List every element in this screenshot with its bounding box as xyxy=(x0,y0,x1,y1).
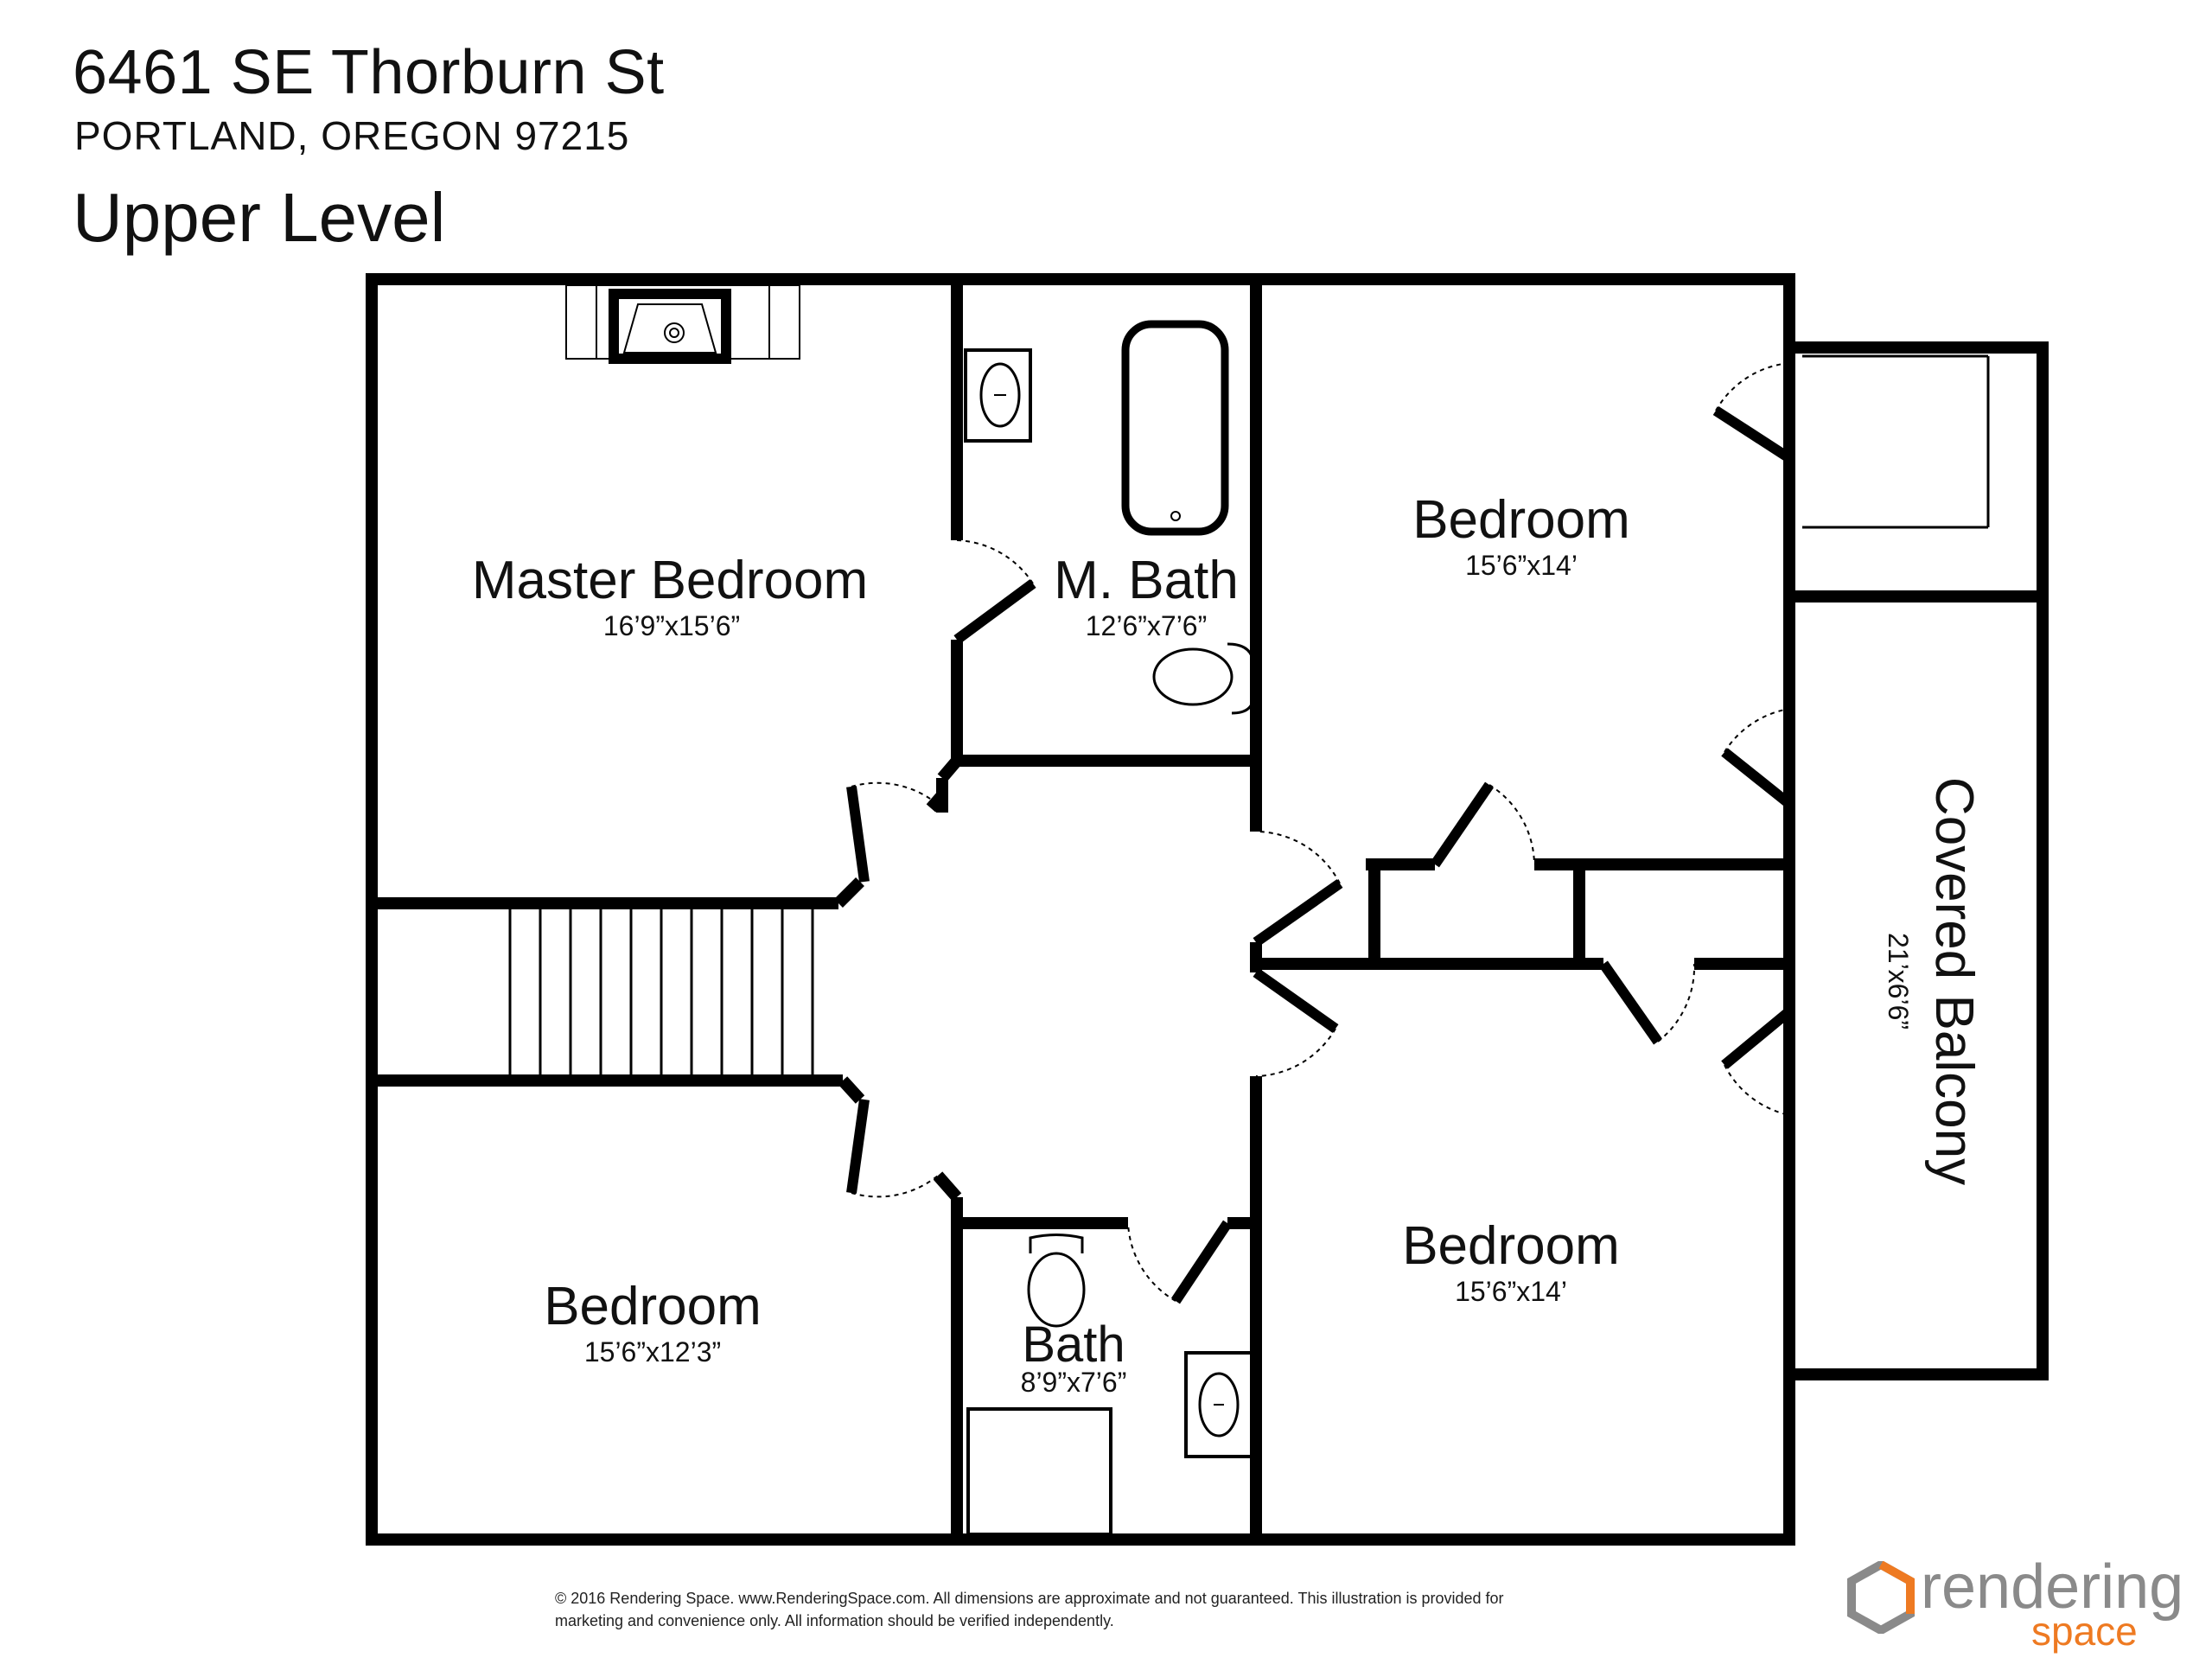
door-bedse-hall xyxy=(1253,968,1339,1033)
door-bedne-hall xyxy=(1253,879,1343,947)
door-bedsw-hall xyxy=(846,1099,870,1194)
door-mbr-mbath xyxy=(953,579,1036,644)
city-state-zip: PORTLAND, OREGON 97215 xyxy=(74,113,630,158)
rendering-space-logo: rendering space xyxy=(1845,1556,2190,1651)
label-bedroom-ne: Bedroom xyxy=(1412,490,1630,550)
wall-stair-top-jog xyxy=(834,877,864,908)
door-arcs xyxy=(851,362,1790,1302)
floor-level-title: Upper Level xyxy=(73,179,446,256)
dims-bedroom-sw: 15’6”x12’3” xyxy=(584,1336,721,1368)
stairs xyxy=(508,909,814,1074)
door-balcony-b xyxy=(1721,1007,1793,1069)
door-swings xyxy=(846,405,1793,1304)
interior-walls xyxy=(372,279,2043,1540)
arc-balcony-b xyxy=(1724,1064,1790,1116)
dims-covered-balcony: 21’x6’6” xyxy=(1883,933,1914,1030)
arc-bedsw-hall xyxy=(851,1175,939,1198)
bath-toilet xyxy=(1027,1252,1086,1328)
door-bath xyxy=(1171,1220,1232,1304)
wall-stair-bottom-jog xyxy=(838,1076,865,1104)
room-labels: Master Bedroom 16’9”x15’6” M. Bath 12’6”… xyxy=(472,490,1984,1398)
dims-bedroom-ne: 15’6”x14’ xyxy=(1465,550,1578,581)
dims-bedroom-se: 15’6”x14’ xyxy=(1455,1276,1567,1307)
dims-bath: 8’9”x7’6” xyxy=(1021,1367,1127,1398)
label-covered-balcony: Covered Balcony xyxy=(1924,777,1984,1185)
door-closet-b xyxy=(1599,960,1662,1045)
wall-hall-jog xyxy=(933,1171,962,1202)
bath-fixtures xyxy=(966,1234,1254,1536)
dims-master-bedroom: 16’9”x15’6” xyxy=(603,610,740,641)
disclaimer-line-2: marketing and convenience only. All info… xyxy=(555,1612,1114,1629)
arc-bedne-hall xyxy=(1255,831,1341,884)
arc-closet-a xyxy=(1488,784,1535,865)
property-address: 6461 SE Thorburn St xyxy=(73,38,665,107)
mbath-fixtures xyxy=(964,320,1255,715)
door-closet-a xyxy=(1431,781,1494,868)
arc-mbr-hall xyxy=(851,781,943,809)
balcony-wall xyxy=(1789,341,2049,1380)
dims-master-bath: 12’6”x7’6” xyxy=(1086,610,1208,641)
wall-jog xyxy=(937,756,962,782)
arc-mbr-mbath xyxy=(956,539,1034,584)
arc-bath xyxy=(1127,1222,1176,1302)
bath-shower xyxy=(966,1407,1112,1536)
mbath-sink xyxy=(964,348,1032,443)
door-mbr-hall xyxy=(846,786,870,883)
logo-word: rendering xyxy=(1921,1552,2184,1622)
door-balcony-a xyxy=(1721,748,1793,808)
mbath-toilet xyxy=(1152,647,1233,706)
label-master-bedroom: Master Bedroom xyxy=(472,551,868,610)
arc-balcony-a xyxy=(1724,708,1790,753)
label-bath: Bath xyxy=(1022,1317,1125,1373)
closet-ne xyxy=(1802,354,1990,529)
disclaimer: © 2016 Rendering Space. www.RenderingSpa… xyxy=(555,1587,1679,1632)
label-master-bath: M. Bath xyxy=(1054,551,1239,610)
wall-hall-upper-jog xyxy=(926,791,947,813)
bath-sink xyxy=(1184,1351,1254,1458)
door-closet-ne xyxy=(1712,405,1793,463)
arc-closet-ne xyxy=(1715,362,1790,411)
label-bedroom-sw: Bedroom xyxy=(544,1277,762,1336)
fireplace xyxy=(565,284,800,364)
hexagon-logo-icon xyxy=(1847,1561,1915,1634)
label-bedroom-se: Bedroom xyxy=(1402,1216,1620,1276)
bathtub xyxy=(1121,320,1229,536)
arc-bedse-hall xyxy=(1255,1028,1336,1077)
logo-subword: space xyxy=(2031,1609,2138,1654)
arc-closet-b xyxy=(1657,963,1696,1042)
disclaimer-line-1: © 2016 Rendering Space. www.RenderingSpa… xyxy=(555,1590,1504,1607)
